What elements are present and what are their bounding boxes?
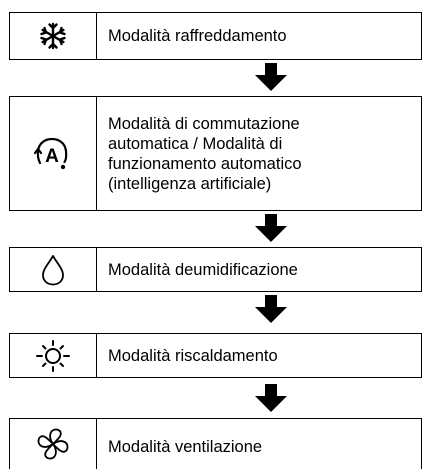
mode-label: Modalità riscaldamento	[108, 346, 278, 365]
mode-icon-cell	[10, 248, 97, 291]
mode-label: Modalità ventilazione	[108, 438, 263, 456]
auto-mode-letter: A	[45, 146, 59, 167]
snowflake-icon	[40, 22, 66, 50]
mode-heating-box: Modalità riscaldamento	[9, 333, 422, 378]
mode-cooling-box: Modalità raffreddamento	[9, 12, 422, 60]
auto-mode-icon: A	[33, 137, 68, 169]
water-drop-icon	[42, 254, 64, 285]
mode-auto-box: A Modalità di commutazione automatica / …	[9, 96, 422, 211]
sun-icon	[36, 339, 70, 372]
mode-icon-cell	[10, 334, 97, 377]
mode-label: Modalità di commutazione automatica / Mo…	[108, 115, 302, 193]
fan-icon	[37, 428, 69, 460]
mode-dehumidify-box: Modalità deumidificazione	[9, 247, 422, 292]
mode-label: Modalità raffreddamento	[108, 27, 287, 45]
mode-fan-box: Modalità ventilazione	[9, 418, 422, 469]
mode-icon-cell	[10, 13, 97, 59]
mode-icon-cell: A	[10, 97, 97, 210]
down-arrow-icon	[255, 63, 287, 91]
down-arrow-icon	[255, 214, 287, 242]
down-arrow-icon	[255, 384, 287, 412]
mode-label: Modalità deumidificazione	[108, 260, 298, 279]
mode-icon-cell	[10, 419, 97, 469]
down-arrow-icon	[255, 295, 287, 323]
